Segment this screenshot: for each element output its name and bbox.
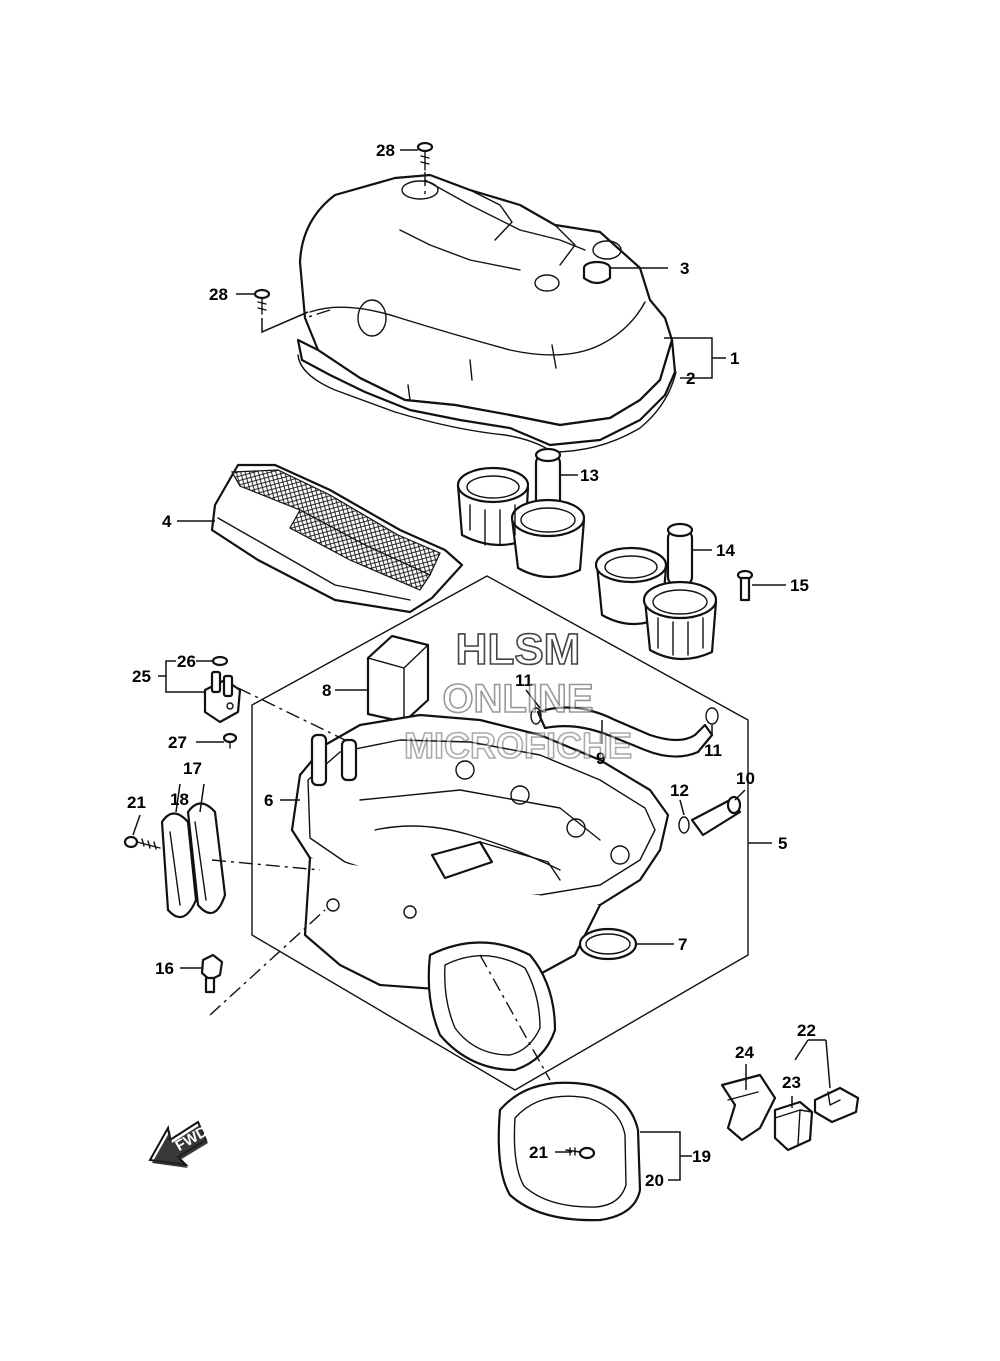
screw-21-bottom-part[interactable] (565, 1146, 596, 1160)
clip-22-part[interactable] (813, 1086, 860, 1124)
callout-11a: 11 (515, 671, 533, 690)
screw-28-left-part[interactable] (253, 288, 271, 315)
callout-3: 3 (680, 259, 689, 278)
funnel-screw-15-part[interactable] (736, 569, 754, 602)
callout-2: 2 (686, 369, 695, 388)
callout-17: 17 (183, 759, 202, 778)
callout-19: 19 (692, 1147, 711, 1166)
callout-12: 12 (670, 781, 689, 800)
watermark-line1: HLSM (456, 625, 581, 674)
clamp-12-part[interactable] (678, 816, 690, 834)
intake-funnel-13-part[interactable] (456, 447, 586, 579)
callout-11b: 11 (704, 741, 722, 760)
callout-10: 10 (736, 769, 755, 788)
air-cleaner-case-outline (251, 575, 749, 1091)
callout-27: 27 (168, 733, 187, 752)
callout-14: 14 (716, 541, 735, 560)
intake-funnel-14-part[interactable] (594, 522, 718, 661)
callout-21b: 21 (529, 1143, 548, 1162)
o-ring-26-part[interactable] (211, 655, 229, 667)
callout-15: 15 (790, 576, 809, 595)
screw-27-part[interactable] (222, 732, 238, 749)
callout-6: 6 (264, 791, 273, 810)
hose-clamp-11-right-part[interactable] (705, 707, 719, 725)
seal-18-part[interactable] (160, 812, 198, 919)
callout-13: 13 (580, 466, 599, 485)
fwd-arrow-icon: FWD (148, 1120, 211, 1168)
sensor-block-part[interactable] (366, 634, 430, 724)
watermark: HLSM ONLINE MICROFICHE (403, 624, 633, 767)
callout-7: 7 (678, 935, 687, 954)
callout-24: 24 (735, 1043, 754, 1062)
grommet-part[interactable] (582, 260, 612, 285)
callout-20: 20 (645, 1171, 664, 1190)
callout-18: 18 (170, 790, 189, 809)
leader-lines (132, 149, 831, 1181)
hose-clamp-11-left-part[interactable] (530, 707, 542, 725)
screw-21-left-part[interactable] (123, 835, 161, 850)
callout-1: 1 (730, 349, 739, 368)
callout-21a: 21 (127, 793, 146, 812)
o-ring-part[interactable] (578, 927, 638, 961)
intake-duct-19-part[interactable] (427, 941, 557, 1072)
callout-25: 25 (132, 667, 151, 686)
hose-10-part[interactable] (690, 795, 742, 837)
callout-28a: 28 (376, 141, 395, 160)
sensor-25-part[interactable] (203, 670, 242, 724)
callout-16: 16 (155, 959, 174, 978)
callout-28b: 28 (209, 285, 228, 304)
callout-22: 22 (797, 1021, 816, 1040)
bolt-16-part[interactable] (200, 953, 224, 994)
callout-8: 8 (322, 681, 331, 700)
callout-4: 4 (162, 512, 172, 531)
watermark-line3: MICROFICHE (404, 725, 632, 766)
watermark-line2: ONLINE (442, 677, 593, 721)
filter-element-part[interactable] (210, 463, 464, 614)
alignment-lines (209, 172, 551, 1081)
breather-hose-part[interactable] (536, 706, 714, 758)
air-cleaner-cap-part[interactable] (296, 173, 677, 447)
callout-labels: 28 28 3 1 2 4 13 14 15 26 25 8 11 27 9 1… (127, 141, 816, 1190)
callout-5: 5 (778, 834, 787, 853)
callout-9: 9 (596, 749, 605, 768)
screw-28-top-part[interactable] (416, 141, 434, 171)
callout-26: 26 (177, 652, 196, 671)
seal-17-part[interactable] (186, 802, 227, 915)
clip-24-part[interactable] (720, 1073, 777, 1142)
cap-seal-part[interactable] (297, 354, 677, 453)
callout-23: 23 (782, 1073, 801, 1092)
clip-23-part[interactable] (773, 1100, 814, 1152)
